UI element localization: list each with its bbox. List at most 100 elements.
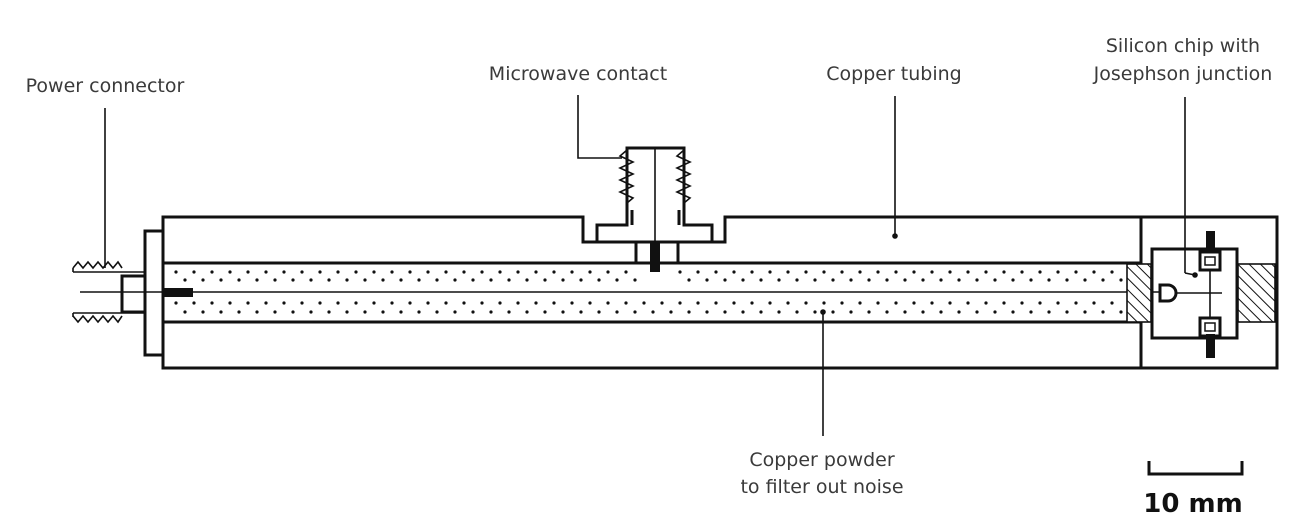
powder-dot	[534, 270, 538, 274]
connector-pin	[163, 288, 193, 297]
powder-dot	[408, 270, 412, 274]
powder-dot	[579, 310, 583, 314]
powder-dot	[759, 278, 763, 282]
powder-dot	[588, 301, 592, 305]
powder-dot	[381, 278, 385, 282]
powder-dot	[1002, 270, 1006, 274]
powder-dot	[993, 310, 997, 314]
powder-dot	[1011, 310, 1015, 314]
powder-dot	[318, 270, 322, 274]
powder-dot	[1110, 301, 1114, 305]
powder-dot	[921, 310, 925, 314]
powder-dot	[741, 278, 745, 282]
powder-dot	[948, 301, 952, 305]
powder-dot	[1083, 278, 1087, 282]
powder-dot	[813, 278, 817, 282]
powder-dot	[678, 270, 682, 274]
powder-dot	[327, 310, 331, 314]
powder-dot	[480, 301, 484, 305]
leader-silicon-chip-dot	[1192, 272, 1198, 278]
powder-dot	[651, 310, 655, 314]
powder-dot	[309, 310, 313, 314]
powder-dot	[732, 270, 736, 274]
powder-dot	[1101, 278, 1105, 282]
powder-dot	[543, 310, 547, 314]
powder-dot	[795, 278, 799, 282]
powder-dot	[300, 270, 304, 274]
powder-dot	[363, 278, 367, 282]
powder-dot	[696, 270, 700, 274]
powder-dot	[246, 270, 250, 274]
powder-dot	[858, 301, 862, 305]
label-copper-tubing: Copper tubing	[826, 63, 962, 85]
powder-dot	[1074, 301, 1078, 305]
powder-dot	[309, 278, 313, 282]
connector-thread-bottom	[72, 314, 123, 324]
powder-dot	[327, 278, 331, 282]
powder-dot	[597, 310, 601, 314]
powder-dot	[399, 278, 403, 282]
powder-dot	[966, 301, 970, 305]
powder-dot	[336, 270, 340, 274]
powder-dot	[867, 278, 871, 282]
label-copper-powder-line2: to filter out noise	[740, 476, 903, 498]
powder-dot	[903, 278, 907, 282]
powder-dot	[795, 310, 799, 314]
powder-dot	[858, 270, 862, 274]
powder-dot	[804, 301, 808, 305]
powder-dot	[993, 278, 997, 282]
powder-dot	[201, 310, 205, 314]
powder-dot	[255, 278, 259, 282]
powder-dot	[768, 301, 772, 305]
powder-dot	[372, 270, 376, 274]
powder-dot	[300, 301, 304, 305]
silicon-chip	[1150, 247, 1239, 340]
powder-dot	[1092, 270, 1096, 274]
powder-dot	[1083, 310, 1087, 314]
powder-dot	[1029, 278, 1033, 282]
powder-dot	[903, 310, 907, 314]
leader-lines	[104, 95, 1198, 436]
powder-dot	[759, 310, 763, 314]
powder-dot	[399, 310, 403, 314]
powder-dot	[255, 310, 259, 314]
powder-dot	[750, 270, 754, 274]
powder-dot	[840, 270, 844, 274]
connector-thread-top	[72, 260, 123, 270]
powder-dot	[453, 310, 457, 314]
powder-dot	[885, 310, 889, 314]
powder-dot	[516, 301, 520, 305]
powder-dot	[228, 301, 232, 305]
powder-dot	[723, 278, 727, 282]
powder-dot	[939, 310, 943, 314]
powder-dot	[1047, 310, 1051, 314]
powder-dot	[507, 310, 511, 314]
powder-dot	[777, 278, 781, 282]
powder-dot	[390, 270, 394, 274]
powder-dot	[966, 270, 970, 274]
powder-dot	[489, 278, 493, 282]
microwave-thread-left	[618, 149, 635, 204]
powder-dot	[786, 301, 790, 305]
powder-dot	[291, 278, 295, 282]
top-bond-wire	[1206, 231, 1215, 257]
powder-dot	[984, 301, 988, 305]
powder-dot	[1119, 310, 1123, 314]
powder-dot	[606, 270, 610, 274]
powder-dot	[228, 270, 232, 274]
microwave-pin	[650, 243, 660, 272]
powder-dot	[363, 310, 367, 314]
powder-dot	[975, 278, 979, 282]
powder-dot	[291, 310, 295, 314]
powder-dot	[210, 270, 214, 274]
powder-dot	[462, 301, 466, 305]
powder-dot	[939, 278, 943, 282]
powder-dot	[606, 301, 610, 305]
label-silicon-chip-line1: Silicon chip with	[1106, 35, 1260, 57]
powder-dot	[426, 301, 430, 305]
powder-dot	[264, 301, 268, 305]
connector-body	[120, 274, 145, 314]
powder-dot	[435, 310, 439, 314]
powder-dot	[1065, 278, 1069, 282]
powder-dot	[813, 310, 817, 314]
